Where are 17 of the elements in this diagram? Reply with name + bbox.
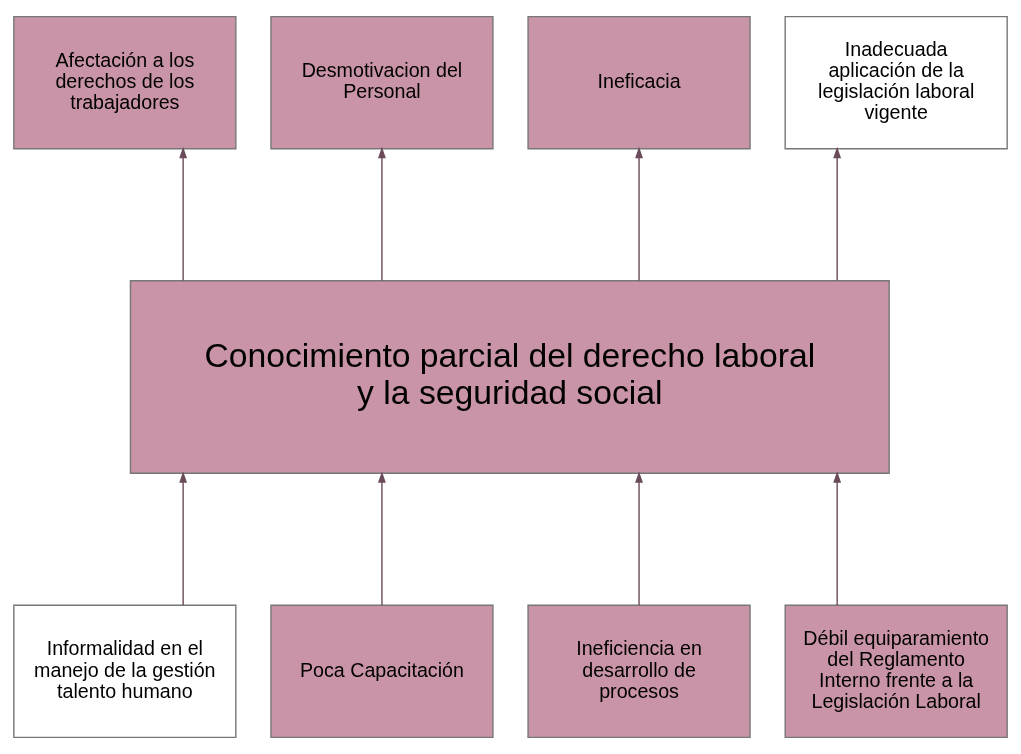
arrow: [833, 146, 842, 282]
node-box: Inadecuada aplicación de la legislación laboral vigente: [784, 15, 1008, 150]
node-box: Ineficiencia en desarrollo de procesos: [527, 604, 751, 739]
node-box: Ineficacia: [527, 15, 751, 150]
node-box: Poca Capacitación: [270, 604, 494, 739]
node-box: Débil equiparamiento del Reglamento Interno frente a la Legislación Laboral: [784, 604, 1008, 739]
arrow: [378, 471, 386, 606]
arrow: [635, 471, 643, 606]
arrow: [179, 146, 188, 282]
arrow: [833, 471, 842, 606]
node-box: Afectación a los derechos de los trabajadores: [13, 15, 237, 150]
arrow: [378, 146, 386, 282]
node-box: Conocimiento parcial del derecho laboral y la seguridad social: [129, 280, 890, 474]
arrow: [179, 471, 188, 606]
node-box: Informalidad en el manejo de la gestión talento humano: [13, 604, 237, 739]
node-box: Desmotivacion del Personal: [270, 15, 494, 150]
arrow: [635, 146, 643, 282]
